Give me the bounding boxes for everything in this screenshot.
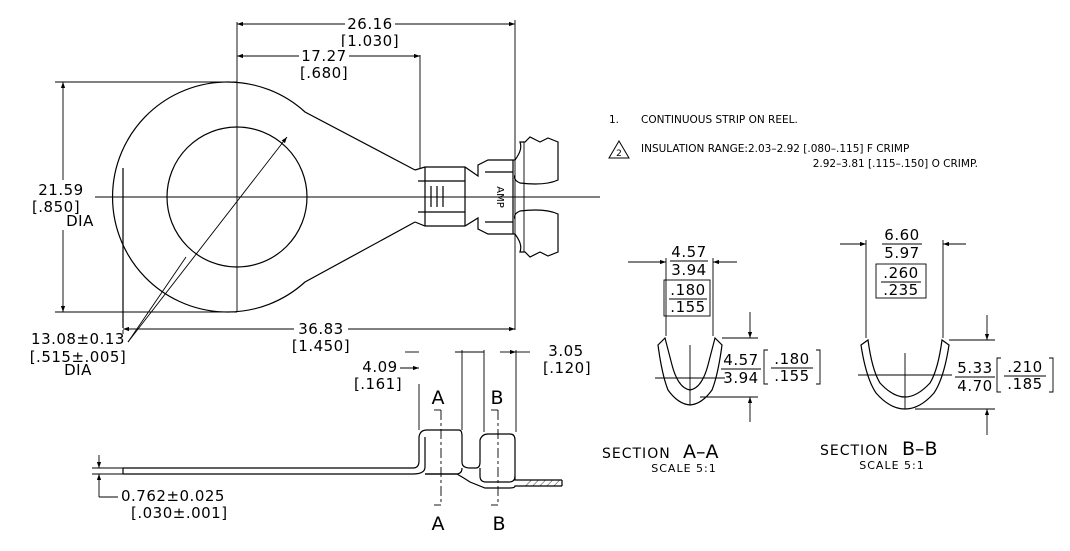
carrier-strip-lower	[513, 209, 559, 258]
section-b-b: 6.60 5.97 .260 .235 5.33 4.70 .210 .185 …	[820, 226, 1054, 472]
side-profile-upper	[123, 429, 562, 481]
dim-a-side-mm-lower: 3.94	[723, 369, 758, 387]
dim-4-09-in: [.161]	[354, 375, 402, 393]
dim-a-top-mm-lower: 3.94	[671, 261, 706, 279]
dim-17-27-mm: 17.27	[301, 47, 346, 65]
section-marker-a-top: A	[432, 387, 445, 409]
carrier-section-hatch	[525, 480, 562, 486]
bracket-left	[996, 357, 1001, 393]
dim-b-top-inch-box	[875, 263, 927, 299]
dim-b-top-mm-upper: 6.60	[884, 226, 919, 244]
dim-13-08-label: DIA	[64, 361, 92, 379]
dim-21-59-mm: 21.59	[38, 181, 83, 199]
notes: 1. CONTINUOUS STRIP ON REEL. 2 INSULATIO…	[608, 114, 978, 170]
dim-b-top-in-lower: .235	[883, 281, 918, 299]
note-1-number: 1.	[609, 114, 619, 126]
dim-b-top-mm-lower: 5.97	[884, 244, 919, 262]
dim-3-05-in: [.120]	[543, 359, 591, 377]
dim-36-83-in: [1.450]	[292, 337, 350, 355]
bracket-right	[1049, 357, 1054, 393]
dim-a-side-in-upper: .180	[774, 350, 809, 368]
section-a-title-letters: A–A	[683, 441, 719, 463]
dim-36-83-mm: 36.83	[298, 320, 343, 338]
section-marker-a-bottom: A	[432, 513, 445, 535]
side-profile-lower	[123, 437, 562, 489]
bracket-left	[763, 349, 768, 385]
leader-13-08	[127, 136, 288, 343]
dim-3-05-mm: 3.05	[548, 342, 583, 360]
section-a-scale: SCALE 5:1	[651, 462, 716, 475]
dim-26-16-mm: 26.16	[347, 15, 392, 33]
dim-26-16-in: [1.030]	[341, 32, 399, 50]
dim-a-top-mm-upper: 4.57	[671, 243, 706, 261]
section-b-profile	[860, 338, 950, 410]
section-b-title-word: SECTION	[820, 443, 889, 459]
section-marker-b-top: B	[490, 387, 503, 409]
note-2-line-1: INSULATION RANGE:2.03–2.92 [.080–.115] F…	[641, 143, 909, 155]
dim-4-09-mm: 4.09	[362, 358, 397, 376]
dim-a-side-mm-upper: 4.57	[723, 351, 758, 369]
section-b-title-letters: B–B	[902, 438, 938, 460]
dim-a-top-in-lower: .155	[670, 298, 705, 316]
section-a-title-word: SECTION	[602, 446, 671, 462]
side-profile-step	[425, 467, 463, 475]
dim-21-59-label: DIA	[66, 212, 94, 230]
dim-b-side-mm-upper: 5.33	[957, 359, 992, 377]
side-view: A B A B	[122, 387, 563, 535]
dim-b-top-in-upper: .260	[883, 264, 918, 282]
note-2-number: 2	[616, 149, 622, 159]
dim-b-side-in-upper: .210	[1007, 358, 1042, 376]
dim-b-side-mm-lower: 4.70	[957, 377, 992, 395]
side-profile-barrel	[479, 468, 516, 483]
dim-thickness-mm: 0.762±0.025	[121, 487, 225, 505]
top-view-dimensions: 26.16 [1.030] 17.27 [.680] 21.59 [.850] …	[28, 15, 516, 379]
carrier-strip-upper	[513, 136, 559, 185]
bracket-right	[816, 349, 821, 385]
side-view-dimensions: 4.09 [.161] 3.05 [.120] 0.762±0.025 [.03…	[92, 342, 591, 522]
dim-21-59-in: [.850]	[32, 198, 80, 216]
note-2-triangle-icon	[608, 140, 630, 159]
dim-b-side-in-lower: .185	[1007, 375, 1042, 393]
section-b-scale: SCALE 5:1	[859, 459, 924, 472]
dim-13-08-in: [.515±.005]	[30, 348, 127, 366]
note-1-text: CONTINUOUS STRIP ON REEL.	[641, 114, 798, 126]
dim-a-top-in-upper: .180	[670, 281, 705, 299]
section-a-profile	[657, 336, 723, 406]
dim-a-side-in-lower: .155	[774, 367, 809, 385]
dim-13-08-mm: 13.08±0.13	[31, 330, 125, 348]
dim-thickness-in: [.030±.001]	[131, 504, 228, 522]
section-marker-b-bottom: B	[492, 513, 505, 535]
top-view: AMP	[95, 22, 600, 328]
amp-stamp: AMP	[494, 186, 505, 208]
dim-a-top-inch-box	[663, 279, 711, 317]
section-a-a: 4.57 3.94 .180 .155 4.57 3.94 .180 .155 …	[602, 243, 821, 475]
dim-17-27-in: [.680]	[300, 64, 348, 82]
note-2-line-2: 2.92–3.81 [.115–.150] O CRIMP.	[813, 158, 978, 170]
